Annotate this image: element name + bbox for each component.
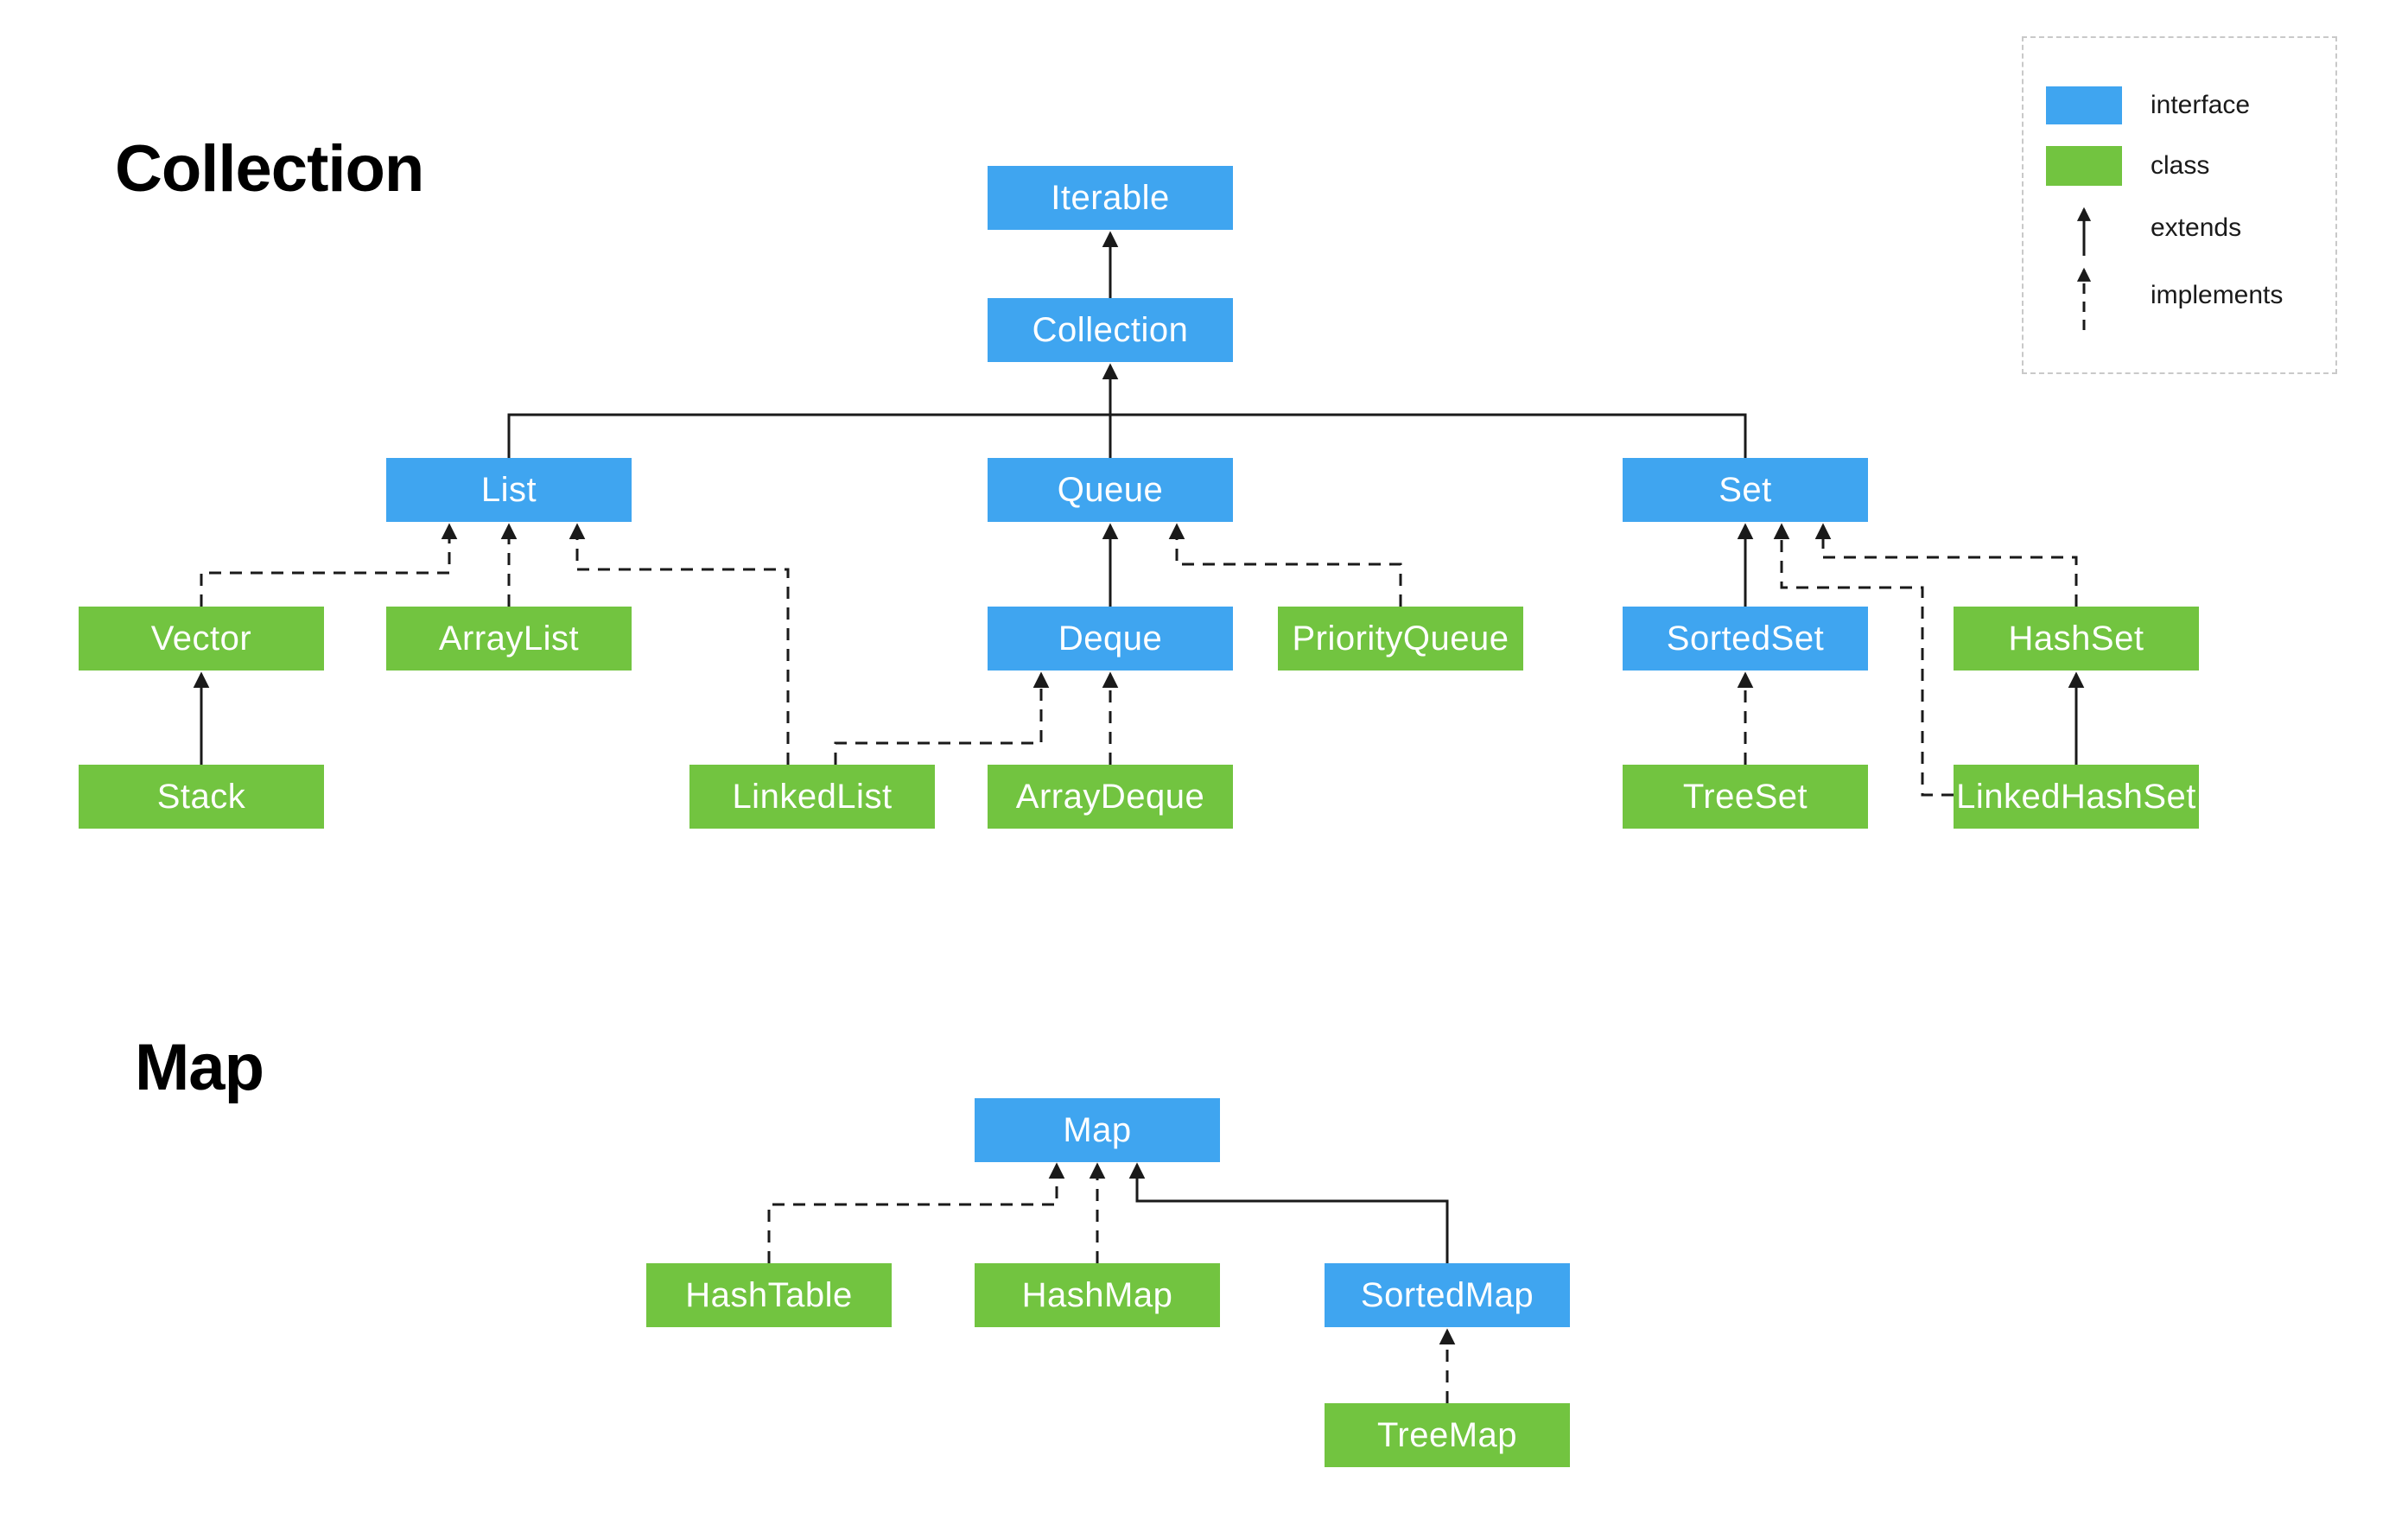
edge-vector-list <box>200 523 458 607</box>
legend: interface class extends <box>2022 36 2337 374</box>
node-set: Set <box>1623 458 1868 522</box>
node-linkedhashset: LinkedHashSet <box>1954 765 2199 829</box>
node-label: Stack <box>156 777 246 816</box>
node-label: Queue <box>1057 470 1164 509</box>
node-label: Vector <box>150 619 252 658</box>
legend-item-interface: interface <box>2046 86 2250 124</box>
node-label: LinkedList <box>732 777 893 816</box>
node-label: List <box>480 470 537 509</box>
node-label: Iterable <box>1051 178 1170 217</box>
node-priorityqueue: PriorityQueue <box>1278 607 1523 671</box>
legend-item-implements: implements <box>2046 261 2283 330</box>
node-arraylist: ArrayList <box>386 607 632 671</box>
edge-linkedlist-list <box>569 523 790 765</box>
node-sortedmap: SortedMap <box>1325 1263 1570 1327</box>
node-linkedlist: LinkedList <box>689 765 935 829</box>
node-list: List <box>386 458 632 522</box>
edge-hashset-set <box>1814 523 2078 607</box>
legend-label-implements: implements <box>2151 281 2284 309</box>
legend-item-extends: extends <box>2046 200 2241 256</box>
node-queue: Queue <box>988 458 1233 522</box>
class-swatch <box>2046 146 2122 186</box>
node-vector: Vector <box>79 607 324 671</box>
node-label: Deque <box>1058 619 1163 658</box>
node-hashset: HashSet <box>1954 607 2199 671</box>
node-label: HashSet <box>2008 619 2144 658</box>
legend-label-class: class <box>2151 151 2210 180</box>
node-label: Collection <box>1032 310 1189 349</box>
node-treemap: TreeMap <box>1325 1403 1570 1467</box>
node-label: Set <box>1719 470 1772 509</box>
edge-priorityqueue-queue <box>1168 523 1402 607</box>
legend-label-extends: extends <box>2151 213 2242 242</box>
legend-item-class: class <box>2046 146 2209 186</box>
node-label: TreeSet <box>1682 777 1808 816</box>
node-sortedset: SortedSet <box>1623 607 1868 671</box>
extends-arrow-icon <box>2046 200 2122 256</box>
edge-list-set <box>507 413 1747 458</box>
node-treeset: TreeSet <box>1623 765 1868 829</box>
node-deque: Deque <box>988 607 1233 671</box>
map-section-title: Map <box>135 1031 264 1104</box>
edge-linkedhashset-set <box>1773 523 1954 797</box>
node-stack: Stack <box>79 765 324 829</box>
interface-swatch <box>2046 86 2122 124</box>
node-label: SortedMap <box>1360 1275 1534 1314</box>
implements-arrow-icon <box>2046 261 2122 330</box>
edge-sortedmap-map <box>1128 1162 1449 1263</box>
node-collection: Collection <box>988 298 1233 362</box>
collection-section-title: Collection <box>115 132 424 206</box>
node-label: HashMap <box>1021 1275 1173 1314</box>
node-label: Map <box>1063 1110 1132 1149</box>
node-arraydeque: ArrayDeque <box>988 765 1233 829</box>
node-iterable: Iterable <box>988 166 1233 230</box>
node-label: SortedSet <box>1666 619 1825 658</box>
node-label: ArrayList <box>438 619 580 658</box>
node-label: ArrayDeque <box>1015 777 1205 816</box>
edge-linkedlist-deque <box>834 671 1050 765</box>
node-label: LinkedHashSet <box>1956 777 2196 816</box>
node-label: TreeMap <box>1376 1415 1518 1454</box>
legend-label-interface: interface <box>2151 91 2251 119</box>
node-hashtable: HashTable <box>646 1263 892 1327</box>
node-hashmap: HashMap <box>975 1263 1220 1327</box>
node-label: HashTable <box>685 1275 853 1314</box>
edge-hashtable-map <box>767 1162 1065 1263</box>
node-map: Map <box>975 1098 1220 1162</box>
node-label: PriorityQueue <box>1292 619 1509 658</box>
